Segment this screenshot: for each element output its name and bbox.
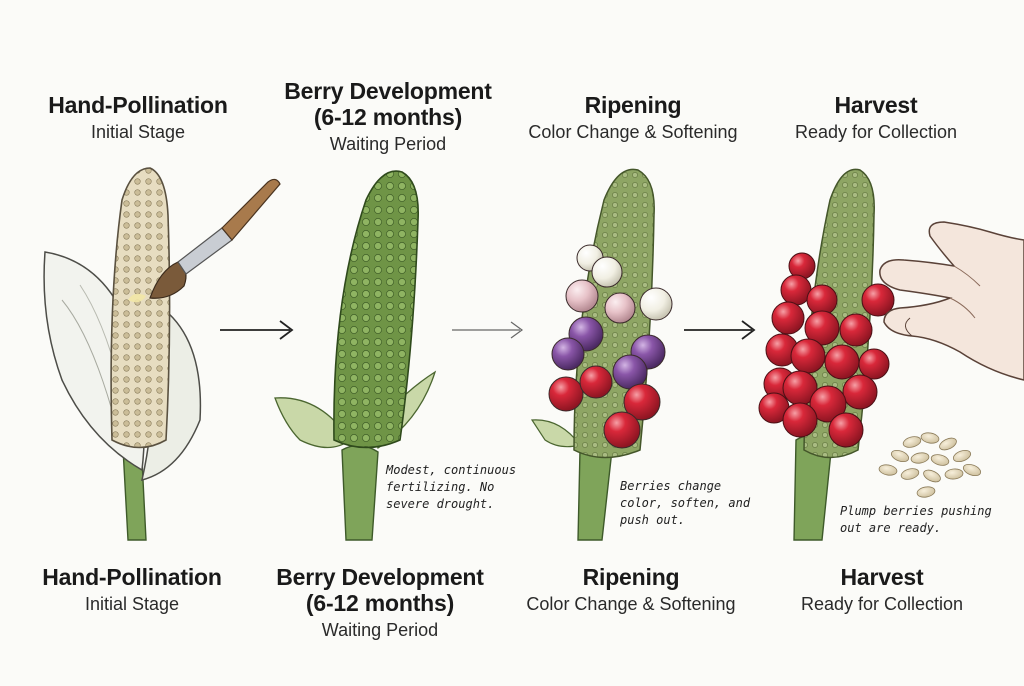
stage-subtitle: Waiting Period <box>329 134 447 154</box>
stage-label-bottom-development: Berry Development (6-12 months) Waiting … <box>260 564 500 642</box>
stage-title: Hand-Pollination <box>42 564 222 590</box>
red-berry-cluster <box>758 252 895 448</box>
stage-label-top-harvest: Harvest Ready for Collection <box>756 92 996 144</box>
stage-title-line2: (6-12 months) <box>313 104 463 130</box>
stage-title: Hand-Pollination <box>48 92 228 118</box>
stage-subtitle: Color Change & Softening <box>526 594 736 614</box>
note-harvest: Plump berries pushing out are ready. <box>840 504 992 535</box>
paintbrush-icon <box>149 178 281 299</box>
note-ripening: Berries change color, soften, and push o… <box>620 479 751 527</box>
stage-subtitle: Initial Stage <box>90 122 186 142</box>
stage-label-bottom-pollination: Hand-Pollination Initial Stage <box>12 564 252 616</box>
stage-label-bottom-ripening: Ripening Color Change & Softening <box>511 564 751 616</box>
stage-subtitle: Ready for Collection <box>800 594 964 614</box>
stage-subtitle: Initial Stage <box>84 594 180 614</box>
stage-title-line2: (6-12 months) <box>305 590 455 616</box>
stage-subtitle: Color Change & Softening <box>528 122 738 142</box>
arrow-right-icon <box>684 320 756 340</box>
stage-title: Harvest <box>840 564 924 590</box>
stage-title-line1: Berry Development <box>284 78 492 104</box>
hand-icon <box>879 221 1024 381</box>
stage-subtitle: Ready for Collection <box>794 122 958 142</box>
note-development: Modest, continuous fertilizing. No sever… <box>386 463 517 511</box>
arrow-right-icon <box>452 321 524 339</box>
berry-cluster <box>548 244 673 449</box>
stage-label-top-ripening: Ripening Color Change & Softening <box>513 92 753 144</box>
ripening-illustration <box>530 168 673 541</box>
stage-label-top-development: Berry Development (6-12 months) Waiting … <box>268 78 508 156</box>
stage-title: Ripening <box>584 92 682 118</box>
development-illustration <box>274 170 437 541</box>
stage-title: Harvest <box>834 92 918 118</box>
process-illustration <box>43 167 1024 541</box>
stage-title: Ripening <box>582 564 680 590</box>
stage-title-line1: Berry Development <box>276 564 484 590</box>
pollination-illustration <box>43 167 281 541</box>
stage-subtitle: Waiting Period <box>321 620 439 640</box>
stage-label-bottom-harvest: Harvest Ready for Collection <box>762 564 1002 616</box>
harvest-illustration <box>758 168 1024 541</box>
arrow-right-icon <box>220 320 294 340</box>
stage-label-top-pollination: Hand-Pollination Initial Stage <box>18 92 258 144</box>
seed-icon <box>878 432 982 498</box>
